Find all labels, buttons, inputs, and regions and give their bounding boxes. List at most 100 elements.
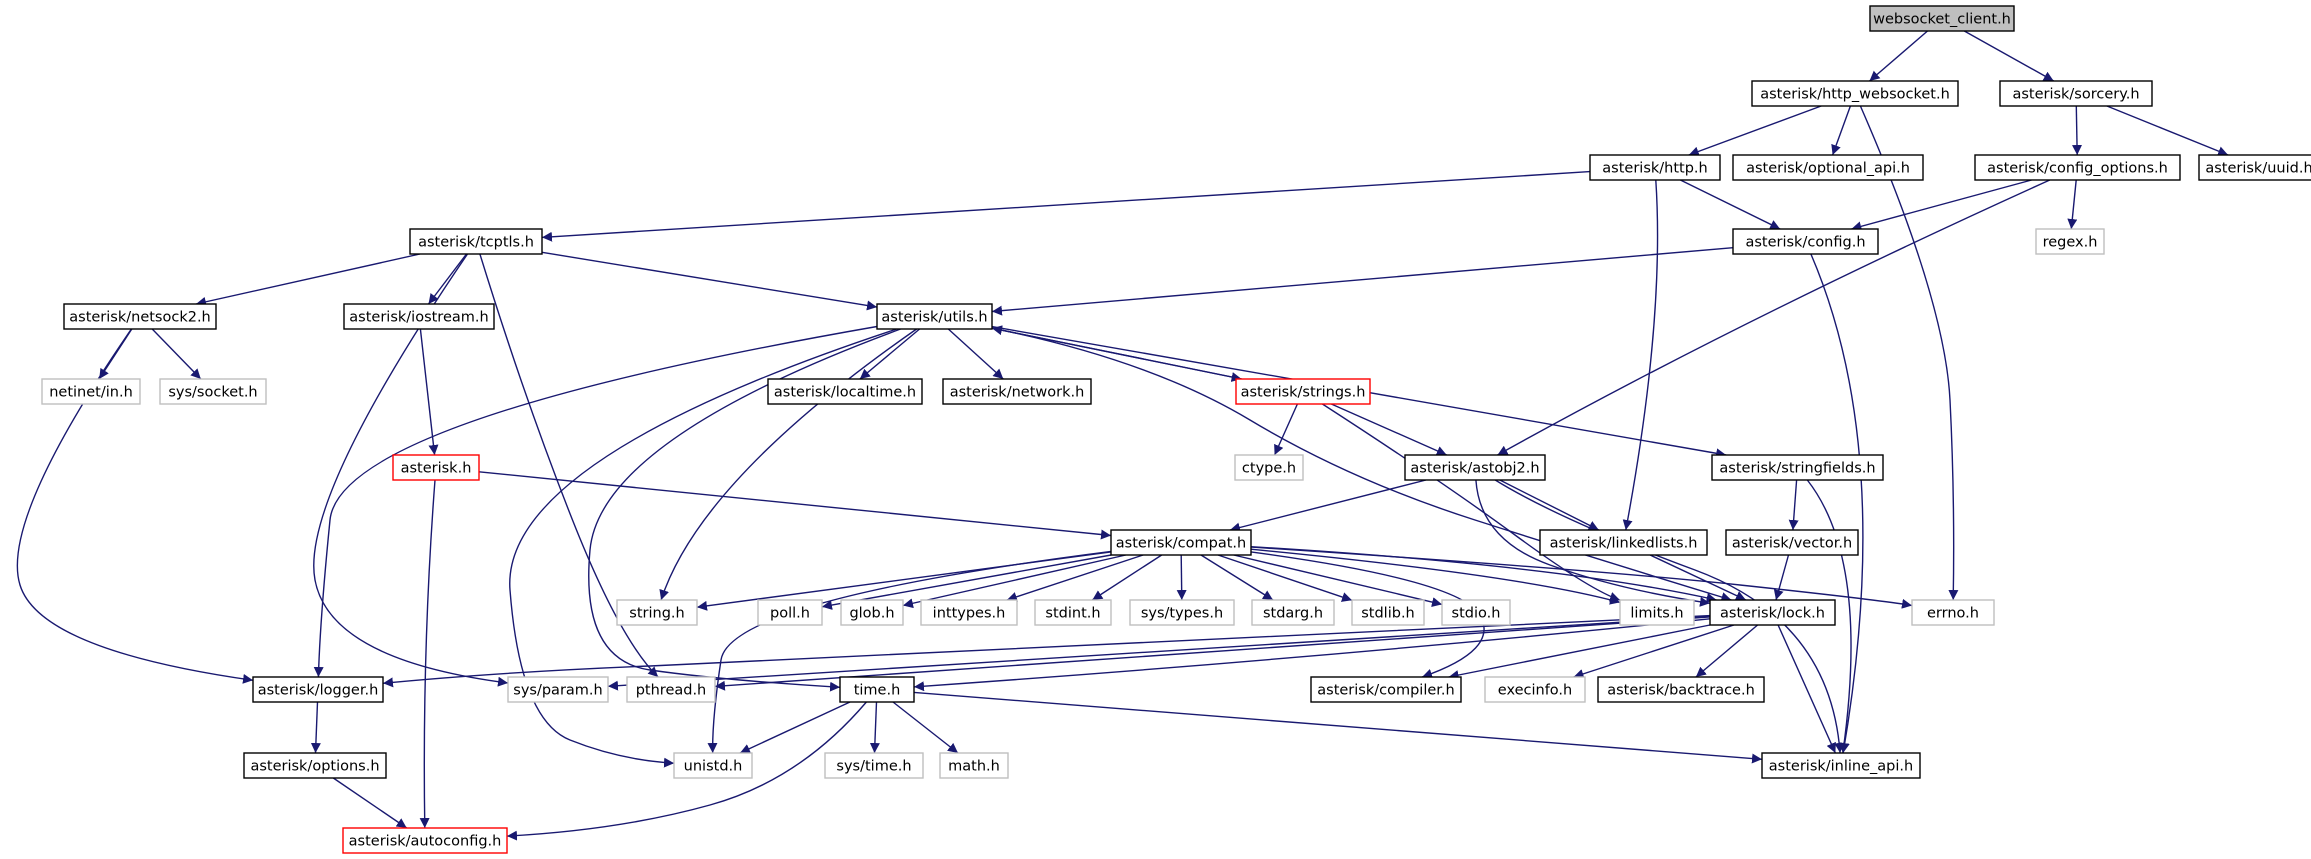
node-limits: limits.h [1619,599,1695,626]
edge-compat-to-stdlib [1217,554,1353,602]
node-utils[interactable]: asterisk/utils.h [876,303,993,330]
node-label: asterisk/linkedlists.h [1550,536,1698,552]
node-tcptls[interactable]: asterisk/tcptls.h [409,228,543,255]
edge-compat-to-limits [1250,548,1621,605]
node-compiler[interactable]: asterisk/compiler.h [1310,676,1462,703]
node-label: asterisk/http_websocket.h [1760,87,1950,103]
node-label: asterisk/iostream.h [349,310,488,326]
node-strings[interactable]: asterisk/strings.h [1235,378,1371,405]
node-logger[interactable]: asterisk/logger.h [252,676,384,703]
node-box [41,378,141,405]
node-label: asterisk/stringfields.h [1719,461,1875,477]
node-label: stdint.h [1045,606,1100,622]
node-errno: errno.h [1911,599,1995,626]
edge-tcptls-to-sys_param [313,253,509,687]
node-label: asterisk/utils.h [881,310,987,326]
edge-http-to-config [1680,179,1781,230]
node-time-h[interactable]: time.h [839,676,915,703]
edge-netsock2-to-logger [16,328,254,684]
edge-http-to-linkedlists [1622,179,1659,531]
node-box [1539,529,1708,556]
node-inttypes: inttypes.h [920,599,1018,626]
edge-utils-to-lock [991,327,1732,602]
edge-websocket_client-to-sorcery [1963,30,2055,82]
edge-compat-to-stdarg [1200,554,1274,601]
node-optional-api[interactable]: asterisk/optional_api.h [1732,154,1924,181]
node-label: limits.h [1630,606,1683,622]
node-label: sys/time.h [836,759,911,775]
edge-http-to-tcptls [541,170,1591,242]
node-sorcery[interactable]: asterisk/sorcery.h [1999,80,2153,107]
node-box [1911,599,1995,626]
edge-lock-to-inline_api [1777,624,1837,754]
node-box [392,454,480,481]
edge-lock-to-compiler [1448,624,1711,680]
node-box [1110,529,1252,556]
node-box [507,676,609,703]
node-options[interactable]: asterisk/options.h [243,752,387,779]
node-network[interactable]: asterisk/network.h [942,378,1092,405]
node-autoconfig[interactable]: asterisk/autoconfig.h [342,827,508,854]
node-localtime[interactable]: asterisk/localtime.h [767,378,923,405]
node-box [409,228,543,255]
node-uuid[interactable]: asterisk/uuid.h [2198,154,2311,181]
node-string-h: string.h [616,599,698,626]
node-label: asterisk/config_options.h [1987,161,2168,177]
node-box [1999,80,2153,107]
edge-sorcery-to-config_options [2072,105,2083,156]
node-websocket-client[interactable]: websocket_client.h [1869,5,2015,32]
node-linkedlists[interactable]: asterisk/linkedlists.h [1539,529,1708,556]
node-label: glob.h [849,606,894,622]
edge-utils-to-unistd [509,328,897,768]
node-config[interactable]: asterisk/config.h [1732,228,1879,255]
node-box [63,303,217,330]
edge-time_h-to-inline_api [913,691,1763,764]
node-label: string.h [629,606,684,622]
node-ctype: ctype.h [1234,454,1304,481]
node-lock[interactable]: asterisk/lock.h [1709,599,1836,626]
node-label: netinet/in.h [49,385,133,401]
node-label: poll.h [770,606,810,622]
edge-compat-to-stdint [1091,554,1163,601]
edge-time_h-to-unistd [739,701,851,754]
node-vector[interactable]: asterisk/vector.h [1725,529,1859,556]
node-label: asterisk/uuid.h [2205,161,2311,177]
node-box [920,599,1018,626]
node-http-websocket[interactable]: asterisk/http_websocket.h [1751,80,1959,107]
node-box [1034,599,1112,626]
node-box [673,752,753,779]
edge-http_websocket-to-optional_api [1831,105,1852,156]
node-box [939,752,1009,779]
edge-config_options-to-astobj2 [1497,179,2051,456]
edge-linkedlists-to-lock [1649,554,1747,601]
edge-astobj2-to-inline_api [1494,479,1845,754]
node-iostream[interactable]: asterisk/iostream.h [343,303,495,330]
node-label: unistd.h [684,759,743,775]
node-box [1235,378,1371,405]
edge-time_h-to-sys_time [869,701,880,754]
node-inline-api[interactable]: asterisk/inline_api.h [1761,752,1921,779]
node-netsock2[interactable]: asterisk/netsock2.h [63,303,217,330]
node-config-options[interactable]: asterisk/config_options.h [1974,154,2181,181]
node-stringfields[interactable]: asterisk/stringfields.h [1711,454,1884,481]
edge-utils-to-network [947,328,1004,380]
node-box [1597,676,1765,703]
node-asterisk[interactable]: asterisk.h [392,454,480,481]
node-compat[interactable]: asterisk/compat.h [1110,529,1252,556]
edge-utils-to-logger [313,325,878,678]
node-stdlib: stdlib.h [1351,599,1425,626]
node-label: pthread.h [636,683,707,699]
edge-vector-to-lock [1773,554,1790,601]
edge-iostream-to-asterisk [419,328,439,456]
node-http[interactable]: asterisk/http.h [1589,154,1721,181]
node-astobj2[interactable]: asterisk/astobj2.h [1404,454,1546,481]
edge-compat-to-sys_types [1176,554,1187,601]
node-box [1869,5,2015,32]
node-backtrace[interactable]: asterisk/backtrace.h [1597,676,1765,703]
node-label: asterisk/strings.h [1241,385,1366,401]
edge-tcptls-to-pthread [479,253,659,678]
edge-compat-to-lock [1250,546,1717,603]
node-box [767,378,923,405]
node-label: stdlib.h [1361,606,1415,622]
edge-tcptls-to-netsock2 [195,253,421,307]
